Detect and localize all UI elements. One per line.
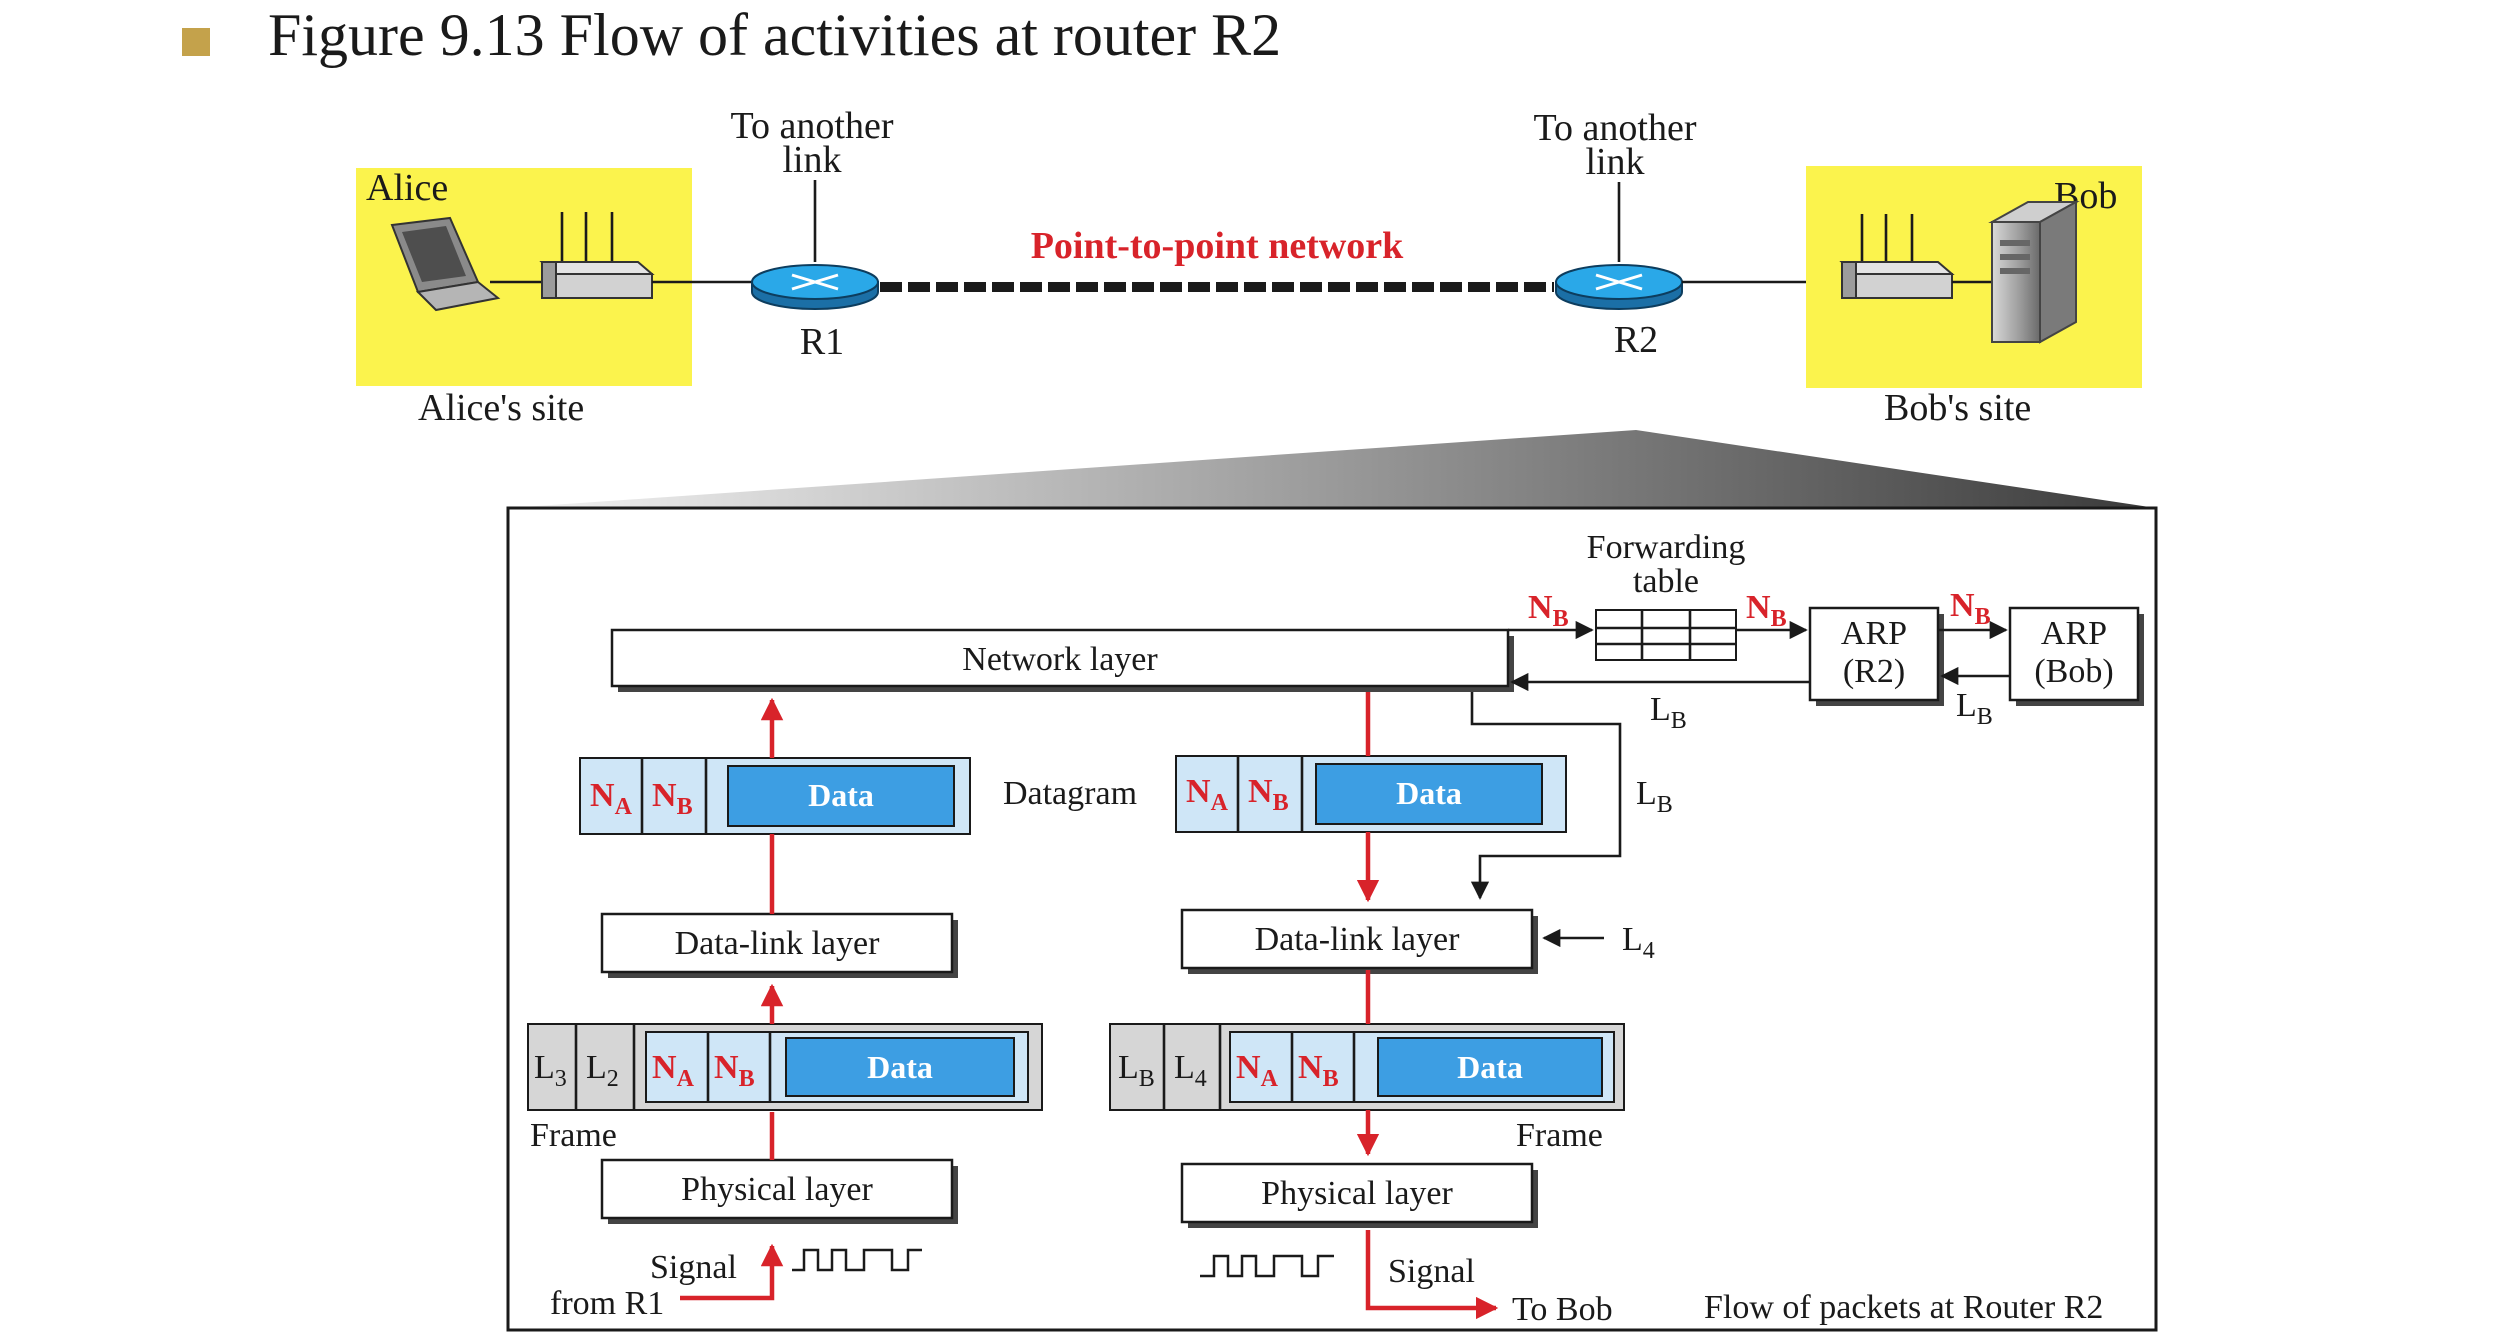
alice-site-label: Alice's site: [418, 387, 584, 429]
forwarding-table-label-1: Forwarding: [1587, 529, 1746, 566]
signal-in-label: Signal: [650, 1249, 737, 1286]
data-payload-label: Data: [1396, 775, 1462, 811]
lb-header: LB: [1118, 1049, 1155, 1092]
nb-to-bob-arp-label: NB: [1950, 587, 1991, 630]
server-icon: [1988, 200, 2080, 344]
forwarding-table: [1595, 609, 1737, 661]
signal-waveform-icon: [1200, 1254, 1334, 1278]
lb-from-arp-label: LB: [1650, 691, 1687, 734]
data-payload-label: Data: [1457, 1049, 1523, 1085]
l4-label: L4: [1622, 921, 1655, 964]
nb-header: NB: [1298, 1049, 1339, 1092]
alice-label: Alice: [366, 167, 448, 209]
l4-header: L4: [1174, 1049, 1207, 1092]
lb-from-bob-arp-label: LB: [1956, 687, 1993, 730]
l3-header: L3: [534, 1049, 567, 1092]
laptop-icon: [390, 216, 501, 312]
datalink-layer-left: Data-link layer: [600, 912, 958, 978]
arp-bob-box: ARP (Bob): [2008, 606, 2144, 706]
physical-right-label: Physical layer: [1261, 1175, 1453, 1212]
detail-caption: Flow of packets at Router R2: [1704, 1289, 2103, 1326]
na-header: NA: [1186, 773, 1229, 816]
network-layer-box: Network layer: [610, 628, 1514, 692]
router-r1-icon: [751, 264, 879, 310]
arp-r2-box: ARP (R2): [1808, 606, 1944, 706]
signal-in: Signal from R1: [550, 1243, 922, 1322]
datagram-right: NA NB Data: [1175, 755, 1567, 833]
frame-right-label: Frame: [1516, 1117, 1603, 1154]
signal-out-label: Signal: [1388, 1253, 1475, 1290]
title-bullet: [182, 28, 210, 56]
arp-r2-sublabel: (R2): [1843, 653, 1905, 690]
data-payload-label: Data: [808, 777, 874, 813]
access-point-icon: [1839, 214, 1955, 299]
arp-bob-sublabel: (Bob): [2034, 653, 2113, 690]
nb-to-arp-label: NB: [1746, 589, 1787, 632]
datalink-left-label: Data-link layer: [675, 925, 881, 962]
alice-site: Alice Alice's site: [356, 167, 692, 429]
nb-header: NB: [652, 777, 693, 820]
point-to-point-network-label: Point-to-point network: [1031, 225, 1404, 267]
to-another-link-2b: link: [1585, 141, 1644, 183]
to-another-link-2a: To another: [1533, 107, 1696, 149]
nb-header: NB: [1248, 773, 1289, 816]
physical-layer-right: Physical layer: [1180, 1162, 1538, 1228]
l2-header: L2: [586, 1049, 619, 1092]
to-another-link-1b: link: [782, 139, 841, 181]
physical-left-label: Physical layer: [681, 1171, 873, 1208]
data-payload-label: Data: [867, 1049, 933, 1085]
to-another-link-1a: To another: [730, 105, 893, 147]
signal-waveform-icon: [792, 1248, 922, 1272]
datagram-label: Datagram: [1003, 775, 1137, 812]
signal-out: Signal To Bob: [1200, 1230, 1613, 1328]
forwarding-table-label-2: table: [1633, 563, 1699, 600]
page-title: Figure 9.13 Flow of activities at router…: [268, 2, 1281, 68]
zoom-fan: [508, 430, 2156, 508]
datagram-left: NA NB Data: [579, 757, 971, 835]
arp-bob-label: ARP: [2041, 615, 2107, 652]
frame-left: L3 L2 NA NB Data: [527, 1023, 1043, 1111]
physical-layer-left: Physical layer: [600, 1158, 958, 1224]
arp-r2-label: ARP: [1841, 615, 1907, 652]
access-point-icon: [539, 212, 655, 299]
router-r2-icon: [1555, 264, 1683, 310]
datalink-layer-right: Data-link layer: [1180, 908, 1538, 974]
lb-path-label: LB: [1636, 775, 1673, 818]
frame-left-label: Frame: [530, 1117, 617, 1154]
na-header: NA: [652, 1049, 695, 1092]
na-header: NA: [1236, 1049, 1279, 1092]
to-bob-label: To Bob: [1512, 1291, 1613, 1328]
from-r1-label: from R1: [550, 1285, 664, 1322]
network-layer-label: Network layer: [962, 641, 1158, 678]
nb-to-table-label: NB: [1528, 589, 1569, 632]
na-header: NA: [590, 777, 633, 820]
router-r2-label: R2: [1614, 319, 1658, 361]
frame-right: LB L4 NA NB Data: [1109, 1023, 1625, 1111]
bob-site: Bob Bob's site: [1806, 166, 2142, 429]
bob-site-label: Bob's site: [1884, 387, 2031, 429]
nb-header: NB: [714, 1049, 755, 1092]
router-r1-label: R1: [800, 321, 844, 363]
datalink-right-label: Data-link layer: [1255, 921, 1461, 958]
